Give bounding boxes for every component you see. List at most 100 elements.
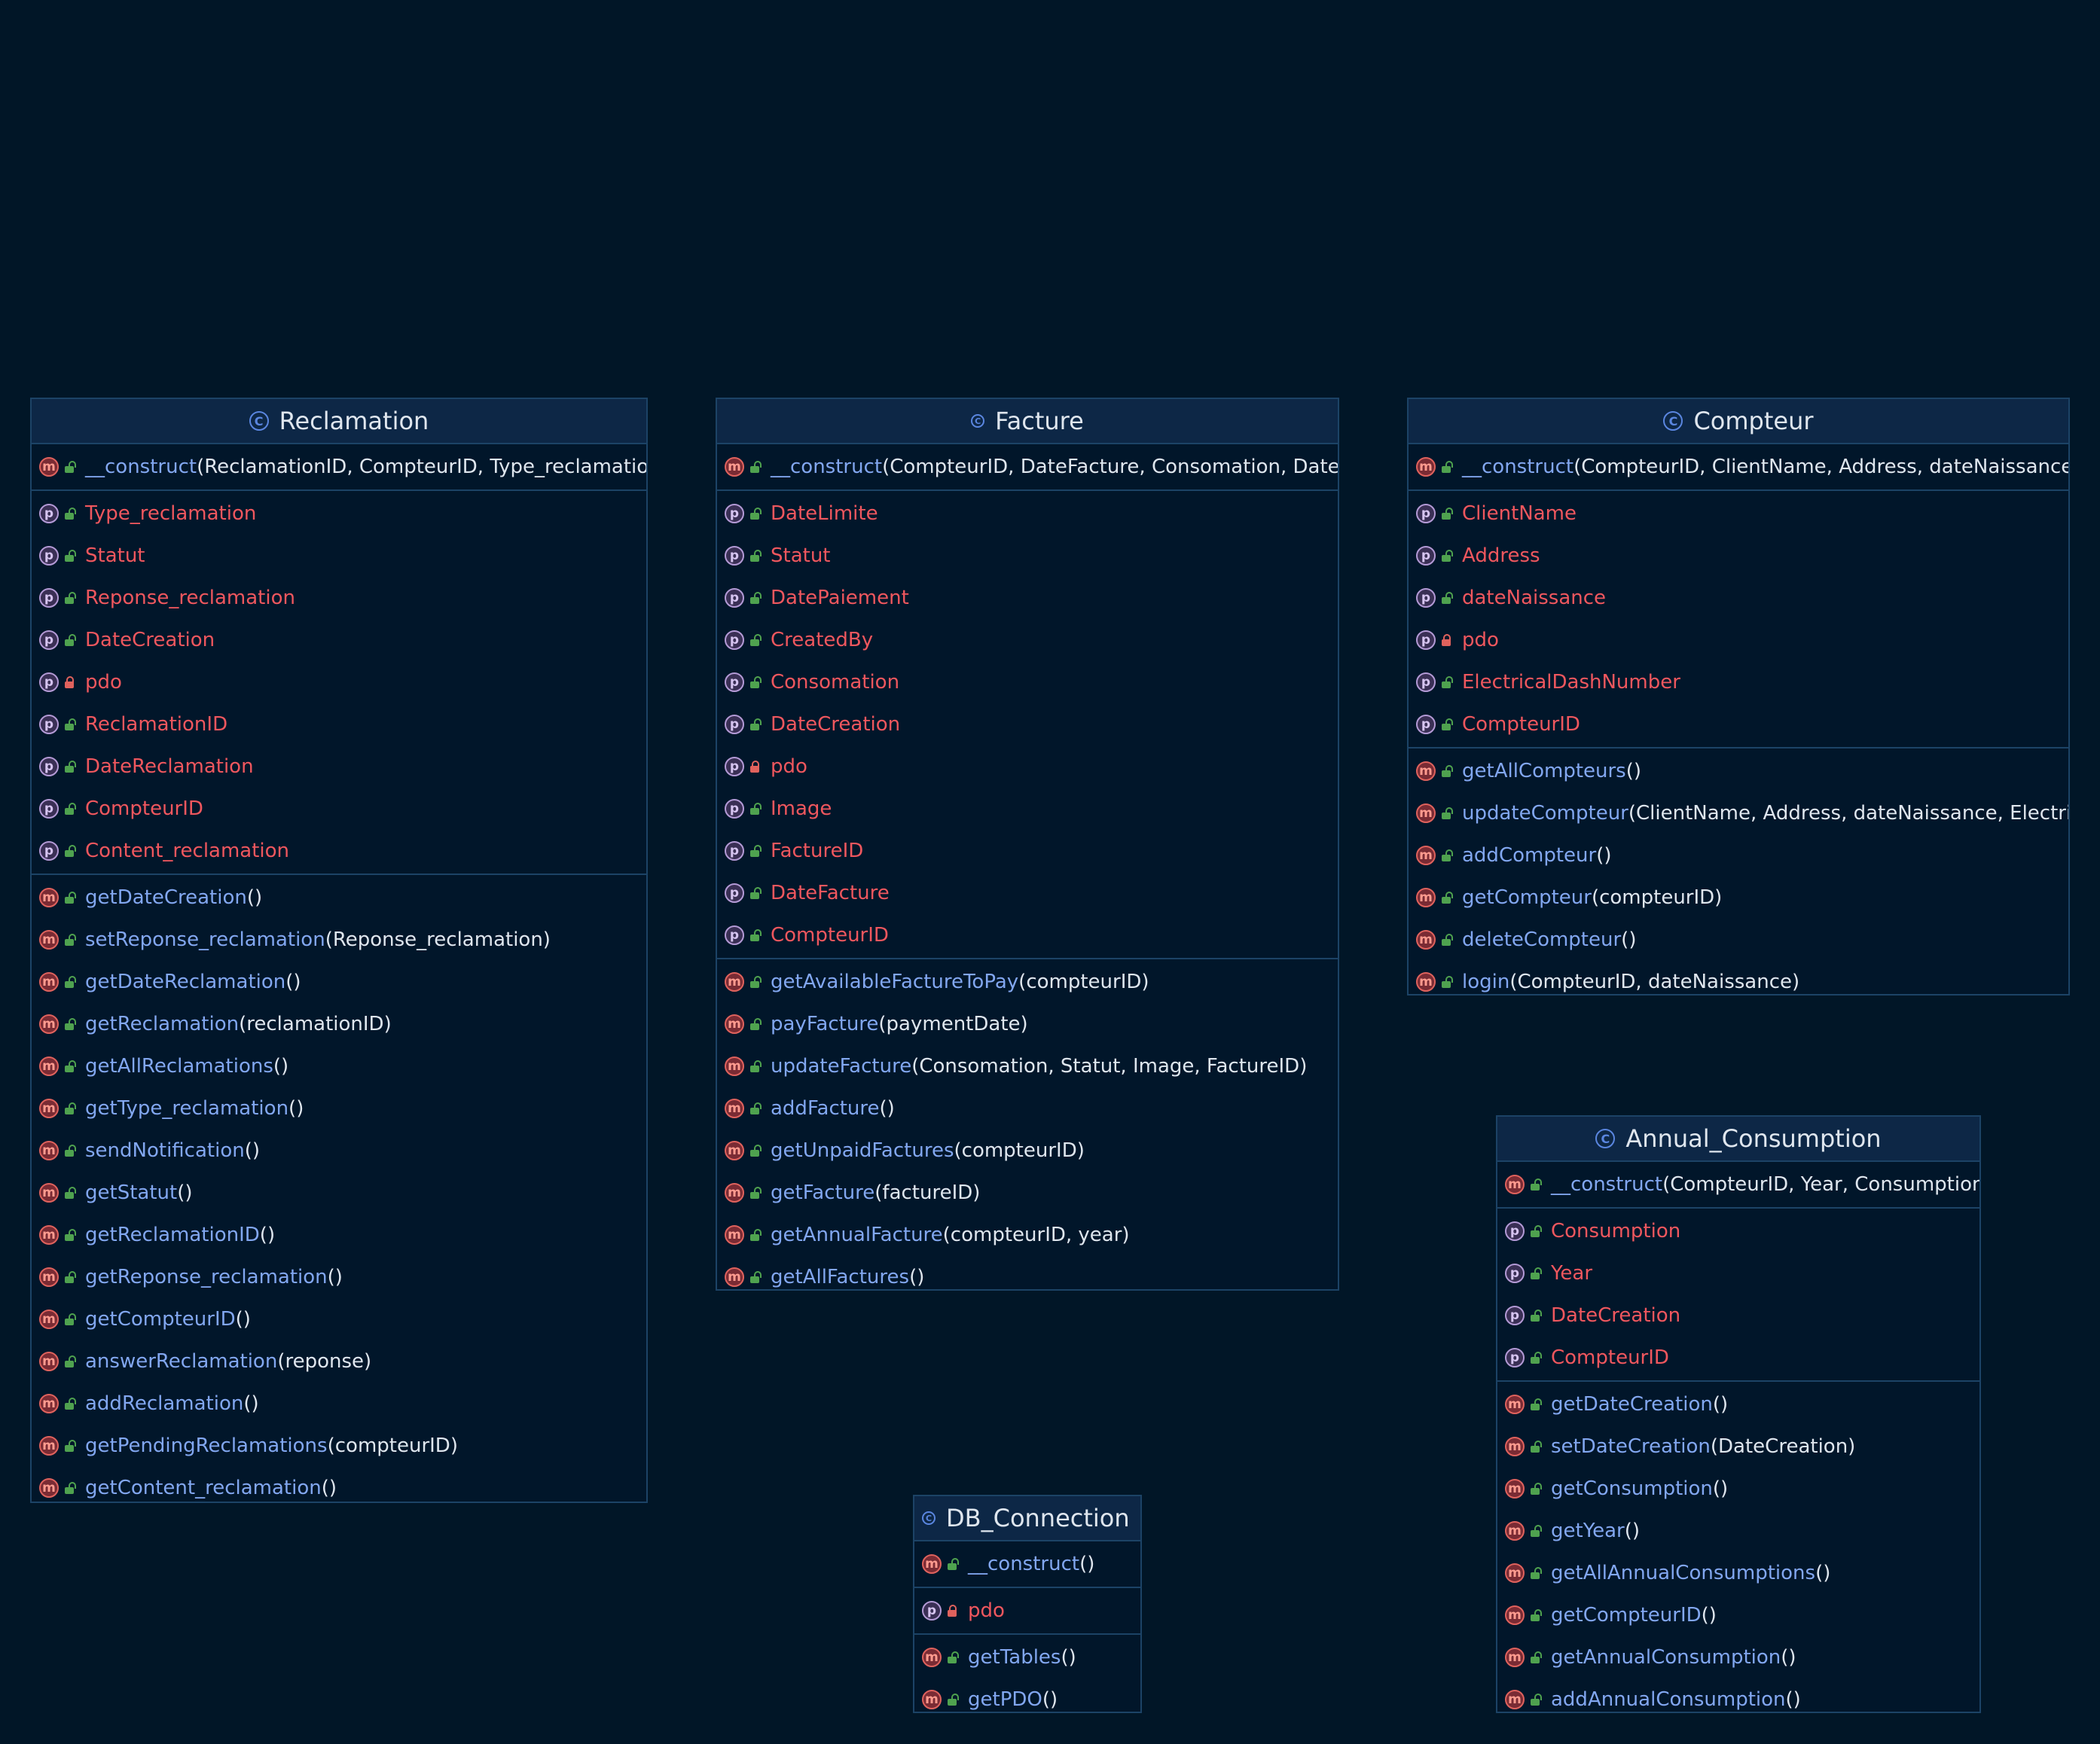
property-icon: p [39, 672, 59, 692]
method-params: (Reponse_reclamation) [325, 928, 551, 951]
property-icon: p [39, 757, 59, 776]
class-icon: C [249, 411, 269, 431]
public-unlock-icon [1442, 718, 1453, 730]
method-row[interactable]: m__construct() [914, 1543, 1140, 1585]
public-unlock-icon [65, 845, 76, 857]
property-icon: p [1416, 504, 1436, 523]
property-name: ElectricalDashNumber [1462, 671, 1680, 694]
public-unlock-icon [750, 1102, 762, 1114]
method-row[interactable]: m__construct(CompteurID, DateFacture, Co… [717, 446, 1338, 488]
method-name: getFacture [771, 1181, 875, 1204]
method-row[interactable]: m__construct(CompteurID, Year, Consumpti… [1497, 1163, 1979, 1206]
public-unlock-icon [750, 592, 762, 604]
method-icon: m [922, 1554, 942, 1574]
class-name: Annual_Consumption [1625, 1124, 1882, 1153]
method-row[interactable]: m__construct(ReclamationID, CompteurID, … [32, 446, 646, 488]
public-unlock-icon [65, 1482, 76, 1494]
method-name: getAllFactures [771, 1266, 910, 1288]
class-reclamation[interactable]: C Reclamation m__construct(ReclamationID… [30, 398, 648, 1503]
method-row[interactable]: m__construct(CompteurID, ClientName, Add… [1409, 446, 2068, 488]
class-facture[interactable]: C Facture m__construct(CompteurID, DateF… [716, 398, 1339, 1291]
property-name: Type_reclamation [85, 502, 257, 525]
class-annual-consumption[interactable]: C Annual_Consumption m__construct(Compte… [1496, 1115, 1981, 1713]
class-compteur[interactable]: C Compteur m__construct(CompteurID, Clie… [1407, 398, 2070, 995]
property-name: pdo [1462, 629, 1499, 651]
method-icon: m [1505, 1395, 1525, 1414]
public-unlock-icon [1531, 1225, 1542, 1237]
